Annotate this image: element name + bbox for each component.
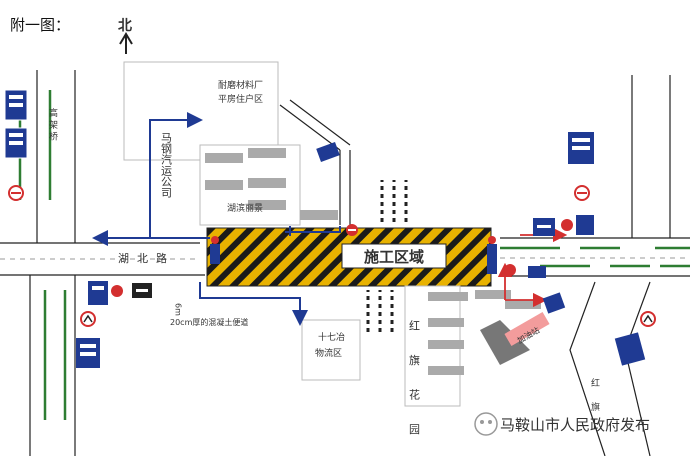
width-note: 6m <box>174 303 183 316</box>
center-lines <box>0 257 690 260</box>
no-entry-sign-icon <box>8 185 24 201</box>
factory-label-2: 平房住户区 <box>218 93 263 105</box>
no-entry-sign-icon <box>574 185 590 201</box>
barrier-stripes-south <box>366 292 394 335</box>
north-label: 北 <box>118 18 132 34</box>
traffic-sign-icon <box>88 281 152 305</box>
hongqi-buildings <box>428 290 541 375</box>
hongqi-garden-label: 红 旗 花 园 <box>408 320 421 445</box>
traffic-sign-icon <box>316 142 358 236</box>
construction-zone-label: 施工区域 <box>364 248 424 266</box>
barrier-stripes-north <box>380 182 408 222</box>
temp-road-note: 20cm厚的混凝土便道 <box>170 317 248 327</box>
logistics-block <box>301 319 361 381</box>
logistics-label-2: 物流区 <box>315 347 342 359</box>
traffic-sign-icon <box>4 89 28 159</box>
gas-station: 加油站 <box>480 311 550 365</box>
watermark-text: 马鞍山市人民政府发布 <box>500 416 650 434</box>
traffic-sign-icon <box>614 332 646 366</box>
traffic-sign-icon <box>568 132 594 164</box>
traffic-sign-icon <box>76 338 100 368</box>
traffic-sign-icon <box>533 215 594 236</box>
traffic-sign-icon <box>504 264 546 278</box>
north-arrow-icon: 北 <box>118 18 133 54</box>
turn-sign-icon <box>640 311 656 327</box>
detour-route <box>92 112 341 326</box>
barrier-posts-south <box>366 290 394 335</box>
turn-sign-icon <box>80 311 96 327</box>
gaoli-bridge-label: 高 架 桥 <box>47 107 58 142</box>
hongqi-road-label: 红 旗 <box>589 377 600 417</box>
zone-marker-icon <box>210 236 497 274</box>
watermark: 马鞍山市人民政府发布 <box>474 412 650 436</box>
construction-zone: 施工区域 <box>206 227 492 287</box>
map-title: 附一图： <box>10 16 70 34</box>
factory-label-1: 耐磨材料厂 <box>218 79 263 91</box>
hubin-buildings <box>205 148 338 220</box>
bus-company-label: 马钢汽运公司 <box>160 132 173 198</box>
hubin-label: 湖滨丽景 <box>227 202 263 214</box>
logistics-label-1: 十七冶 <box>318 331 345 343</box>
traffic-sign-icon <box>542 292 566 314</box>
hubei-road-label: 湖北路 <box>118 252 175 265</box>
